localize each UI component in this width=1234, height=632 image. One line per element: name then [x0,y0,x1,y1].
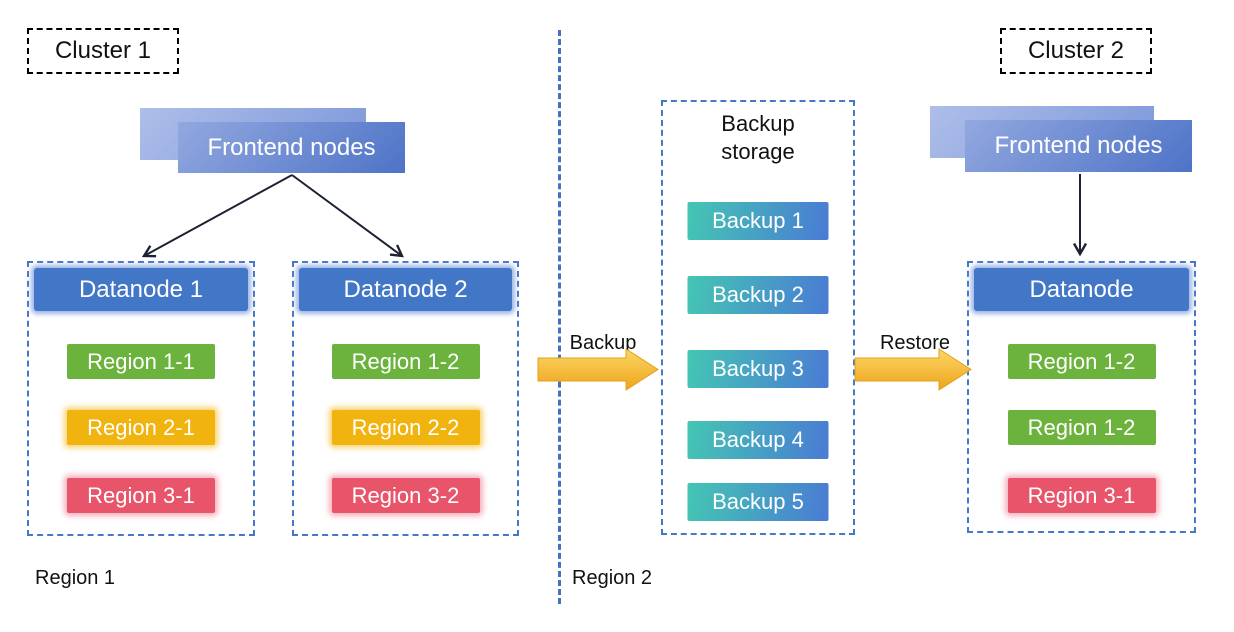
cluster2-frontend-box: Frontend nodes [965,120,1192,172]
cluster1-frontend-label: Frontend nodes [207,133,376,161]
region2-footer-label: Region 2 [572,567,653,589]
region-divider-line [558,30,561,604]
backup-item-label: Backup 3 [712,356,804,381]
backup-item-label: Backup 2 [712,282,804,307]
cluster1-label-box: Cluster 1 [27,28,179,74]
region-label: Region 1-1 [87,348,195,374]
cluster2-label-box: Cluster 2 [1000,28,1152,74]
cluster2-datanode-container: Datanode Region 1-2 Region 1-2 Region 3-… [967,261,1196,533]
backup-item: Backup 3 [687,350,829,388]
datanode2-title: Datanode 2 [343,275,468,303]
cluster1-frontend-box: Frontend nodes [178,122,405,173]
restore-flow-label: Restore [879,332,951,354]
region-box: Region 1-2 [1007,344,1156,379]
datanode1-title: Datanode 1 [78,275,204,303]
cluster2-datanode-header: Datanode [974,268,1189,311]
region-label: Region 3-1 [87,482,195,508]
region-label: Region 3-2 [351,482,460,508]
region-label: Region 3-1 [1027,482,1136,508]
backup-item-label: Backup 4 [712,427,804,452]
region-box: Region 1-2 [331,344,480,379]
datanode2-header: Datanode 2 [299,268,512,311]
cluster2-datanode-title: Datanode [1029,275,1134,303]
restore-flow-arrow [854,348,972,391]
backup-item: Backup 2 [687,276,829,314]
region-box: Region 1-2 [1007,410,1156,445]
backup-item: Backup 4 [687,421,829,459]
datanode1-container: Datanode 1 Region 1-1 Region 2-1 Region … [27,261,255,536]
cluster2-frontend-label: Frontend nodes [994,132,1163,159]
region-label: Region 2-2 [351,414,460,440]
backup-flow-label: Backup [569,332,637,354]
region-box: Region 3-1 [1007,478,1156,513]
region-label: Region 1-2 [351,348,460,374]
backup-item-label: Backup 1 [712,208,804,233]
datanode1-header: Datanode 1 [34,268,248,311]
backup-storage-container: Backup storage Backup 1 Backup 2 Backup … [661,100,855,535]
edge-frontend-to-datanode2 [291,174,404,258]
region-box: Region 3-1 [67,478,215,513]
region-box: Region 1-1 [67,344,215,379]
region-box: Region 3-2 [331,478,480,513]
region-box: Region 2-1 [67,410,215,445]
region1-footer-label: Region 1 [35,567,116,589]
region-label: Region 1-2 [1027,414,1136,440]
region-label: Region 2-1 [87,414,195,440]
region-label: Region 1-2 [1027,348,1136,374]
backup-storage-title: Backup storage [721,111,795,164]
cluster2-label-text: Cluster 2 [1027,37,1125,64]
backup-item: Backup 5 [687,483,829,521]
backup-item: Backup 1 [687,202,829,240]
region-box: Region 2-2 [331,410,480,445]
datanode2-container: Datanode 2 Region 1-2 Region 2-2 Region … [292,261,519,536]
backup-item-label: Backup 5 [712,489,804,514]
edge-frontend-to-datanode1 [141,174,293,258]
backup-flow-arrow [537,348,659,391]
cluster1-label-text: Cluster 1 [54,37,152,64]
